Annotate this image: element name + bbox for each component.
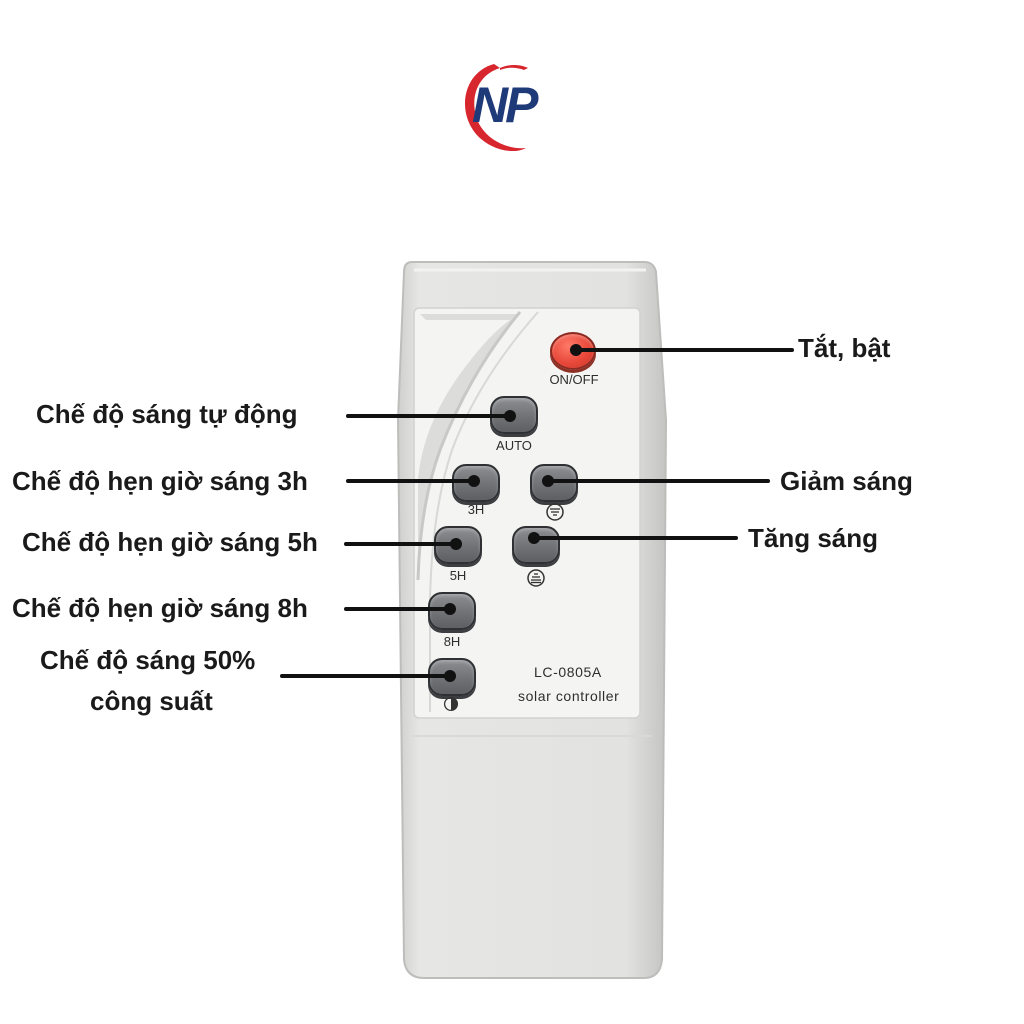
timer-3h-caption: Chế độ hẹn giờ sáng 3h bbox=[12, 466, 308, 496]
auto-pointer-dot bbox=[504, 410, 516, 422]
np-logo: NP bbox=[464, 64, 542, 152]
dim-up-pointer-dot bbox=[528, 532, 540, 544]
model-number: LC-0805A bbox=[534, 664, 602, 680]
timer-3h-label: 3H bbox=[467, 502, 485, 517]
model-subtitle: solar controller bbox=[518, 688, 620, 704]
half-power-pointer-line bbox=[280, 674, 450, 678]
half-power-icon bbox=[443, 696, 459, 712]
dim-down-pointer-dot bbox=[542, 475, 554, 487]
timer-5h-pointer-dot bbox=[450, 538, 462, 550]
brightness-up-icon bbox=[527, 569, 545, 587]
timer-5h-pointer-line bbox=[344, 542, 456, 546]
timer-8h-pointer-dot bbox=[444, 603, 456, 615]
half-power-caption-line1: Chế độ sáng 50% bbox=[40, 645, 256, 675]
dim-down-pointer-line bbox=[548, 479, 770, 483]
svg-text:NP: NP bbox=[472, 77, 539, 133]
timer-5h-caption: Chế độ hẹn giờ sáng 5h bbox=[22, 527, 318, 557]
on-off-pointer-line bbox=[576, 348, 794, 352]
timer-3h-pointer-line bbox=[346, 479, 474, 483]
dim-up-pointer-line bbox=[534, 536, 738, 540]
timer-8h-caption: Chế độ hẹn giờ sáng 8h bbox=[12, 593, 308, 623]
dim-up-caption: Tăng sáng bbox=[748, 523, 879, 553]
dim-down-button[interactable] bbox=[530, 464, 578, 502]
brightness-down-icon bbox=[546, 503, 564, 521]
timer-5h-label: 5H bbox=[449, 568, 467, 583]
auto-label: AUTO bbox=[496, 438, 532, 453]
timer-8h-pointer-line bbox=[344, 607, 450, 611]
timer-3h-pointer-dot bbox=[468, 475, 480, 487]
half-power-caption-line2: công suất bbox=[90, 686, 213, 716]
on-off-caption: Tắt, bật bbox=[798, 333, 891, 363]
dim-down-caption: Giảm sáng bbox=[780, 466, 913, 496]
on-off-pointer-dot bbox=[570, 344, 582, 356]
on-off-label: ON/OFF bbox=[549, 372, 599, 387]
auto-pointer-line bbox=[346, 414, 510, 418]
timer-8h-label: 8H bbox=[443, 634, 461, 649]
auto-caption: Chế độ sáng tự động bbox=[36, 399, 298, 429]
half-power-pointer-dot bbox=[444, 670, 456, 682]
